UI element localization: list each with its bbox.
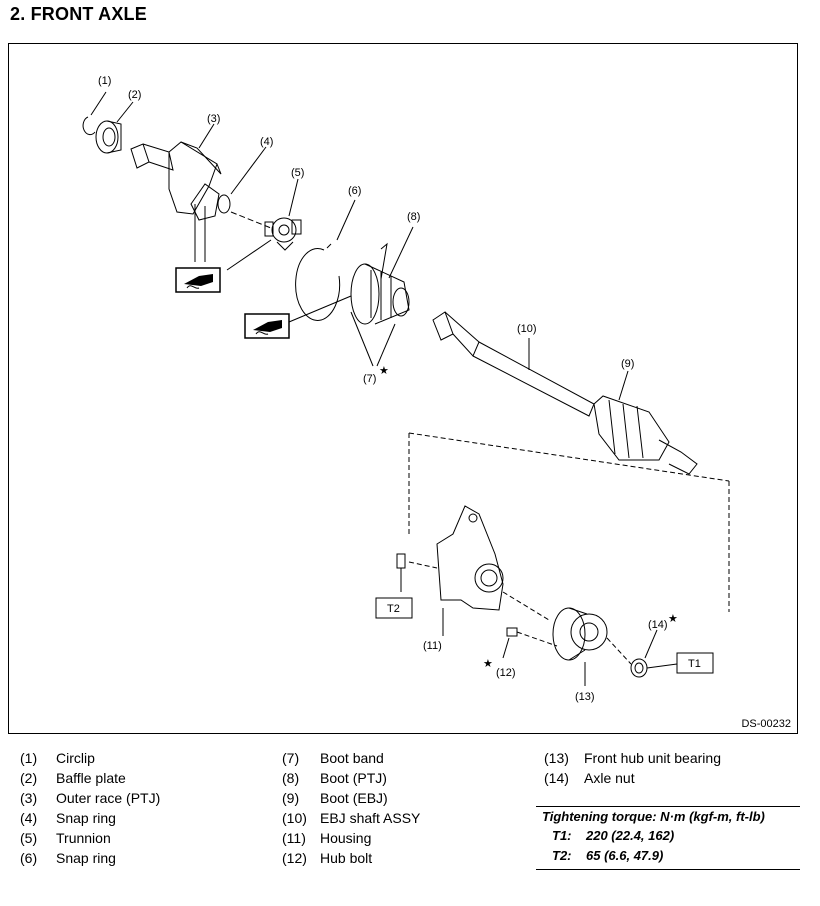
callout-2: (2) — [128, 89, 141, 101]
legend-row: (3)Outer race (PTJ) — [20, 790, 161, 806]
ebj-shaft-part — [432, 311, 595, 417]
torque-row-t1: T1:220 (22.4, 162) — [552, 828, 675, 843]
tightening-torque-table: Tightening torque: N·m (kgf-m, ft-lb) T1… — [536, 806, 800, 870]
boot-ebj-part — [593, 370, 698, 475]
legend-row: (9)Boot (EBJ) — [282, 790, 388, 806]
legend-row: (11)Housing — [282, 830, 372, 846]
torque-row-t2: T2:65 (6.6, 47.9) — [552, 848, 664, 863]
outer-race-part — [130, 123, 222, 221]
legend-row: (5)Trunnion — [20, 830, 111, 846]
torque-heading: Tightening torque: N·m (kgf-m, ft-lb) — [542, 809, 765, 824]
svg-text:T1: T1 — [688, 658, 701, 670]
callout-6: (6) — [348, 185, 361, 197]
figure-code: DS-00232 — [741, 718, 791, 730]
circlip-part — [82, 91, 107, 136]
page-title: 2. FRONT AXLE — [10, 4, 147, 24]
boot-band-leaders — [350, 311, 396, 367]
legend-row: (8)Boot (PTJ) — [282, 770, 387, 786]
callout-1: (1) — [98, 75, 111, 87]
callout-12-star: ★ — [483, 658, 493, 670]
legend-row: (13)Front hub unit bearing — [544, 750, 721, 766]
callout-14: (14) — [648, 619, 668, 631]
callout-8: (8) — [407, 211, 420, 223]
svg-text:T2: T2 — [387, 603, 400, 615]
legend-row: (2)Baffle plate — [20, 770, 126, 786]
callout-3: (3) — [207, 113, 220, 125]
callout-11: (11) — [423, 640, 442, 652]
legend-row: (10)EBJ shaft ASSY — [282, 810, 421, 826]
hub-bearing-part — [552, 607, 608, 686]
legend-row: (1)Circlip — [20, 750, 95, 766]
assembly-envelope — [408, 432, 730, 612]
t1-tag: T1 — [676, 652, 714, 674]
legend-column-3: (13)Front hub unit bearing (14)Axle nut — [544, 748, 721, 788]
legend-column-2: (7)Boot band (8)Boot (PTJ) (9)Boot (EBJ)… — [282, 748, 420, 868]
exploded-diagram: (1) (2) (3) (4) (5) (6) (8) (7) ★ (10) (… — [8, 43, 798, 734]
callout-12: (12) — [496, 667, 516, 679]
t2-tag: T2 — [375, 597, 413, 619]
grease-icon-2 — [244, 313, 290, 339]
legend-column-1: (1)Circlip (2)Baffle plate (3)Outer race… — [20, 748, 160, 868]
callout-4: (4) — [260, 136, 273, 148]
diagram-svg: (1) (2) (3) (4) (5) (6) (8) (7) ★ (10) (… — [82, 75, 730, 703]
callout-14-star: ★ — [668, 613, 678, 625]
callout-5: (5) — [291, 167, 304, 179]
legend-row: (6)Snap ring — [20, 850, 116, 866]
hub-bolt-part — [502, 627, 558, 659]
housing-part — [436, 505, 550, 636]
snap-ring-4-part — [217, 146, 267, 214]
snap-ring-6-part — [295, 199, 356, 321]
callout-10: (10) — [517, 323, 537, 335]
t2-bolt-part — [396, 553, 438, 592]
trunnion-part — [230, 178, 302, 251]
grease-leaders — [194, 204, 352, 323]
grease-icon-1 — [175, 267, 221, 293]
callout-9: (9) — [621, 358, 634, 370]
legend-row: (14)Axle nut — [544, 770, 635, 786]
legend-row: (7)Boot band — [282, 750, 384, 766]
baffle-plate-part — [95, 101, 134, 154]
callout-7-star: ★ — [379, 365, 389, 377]
legend-row: (4)Snap ring — [20, 810, 116, 826]
boot-ptj-part — [350, 226, 414, 325]
axle-nut-part — [606, 629, 678, 678]
callout-13: (13) — [575, 691, 595, 703]
callout-7: (7) — [363, 373, 376, 385]
legend-row: (12)Hub bolt — [282, 850, 373, 866]
